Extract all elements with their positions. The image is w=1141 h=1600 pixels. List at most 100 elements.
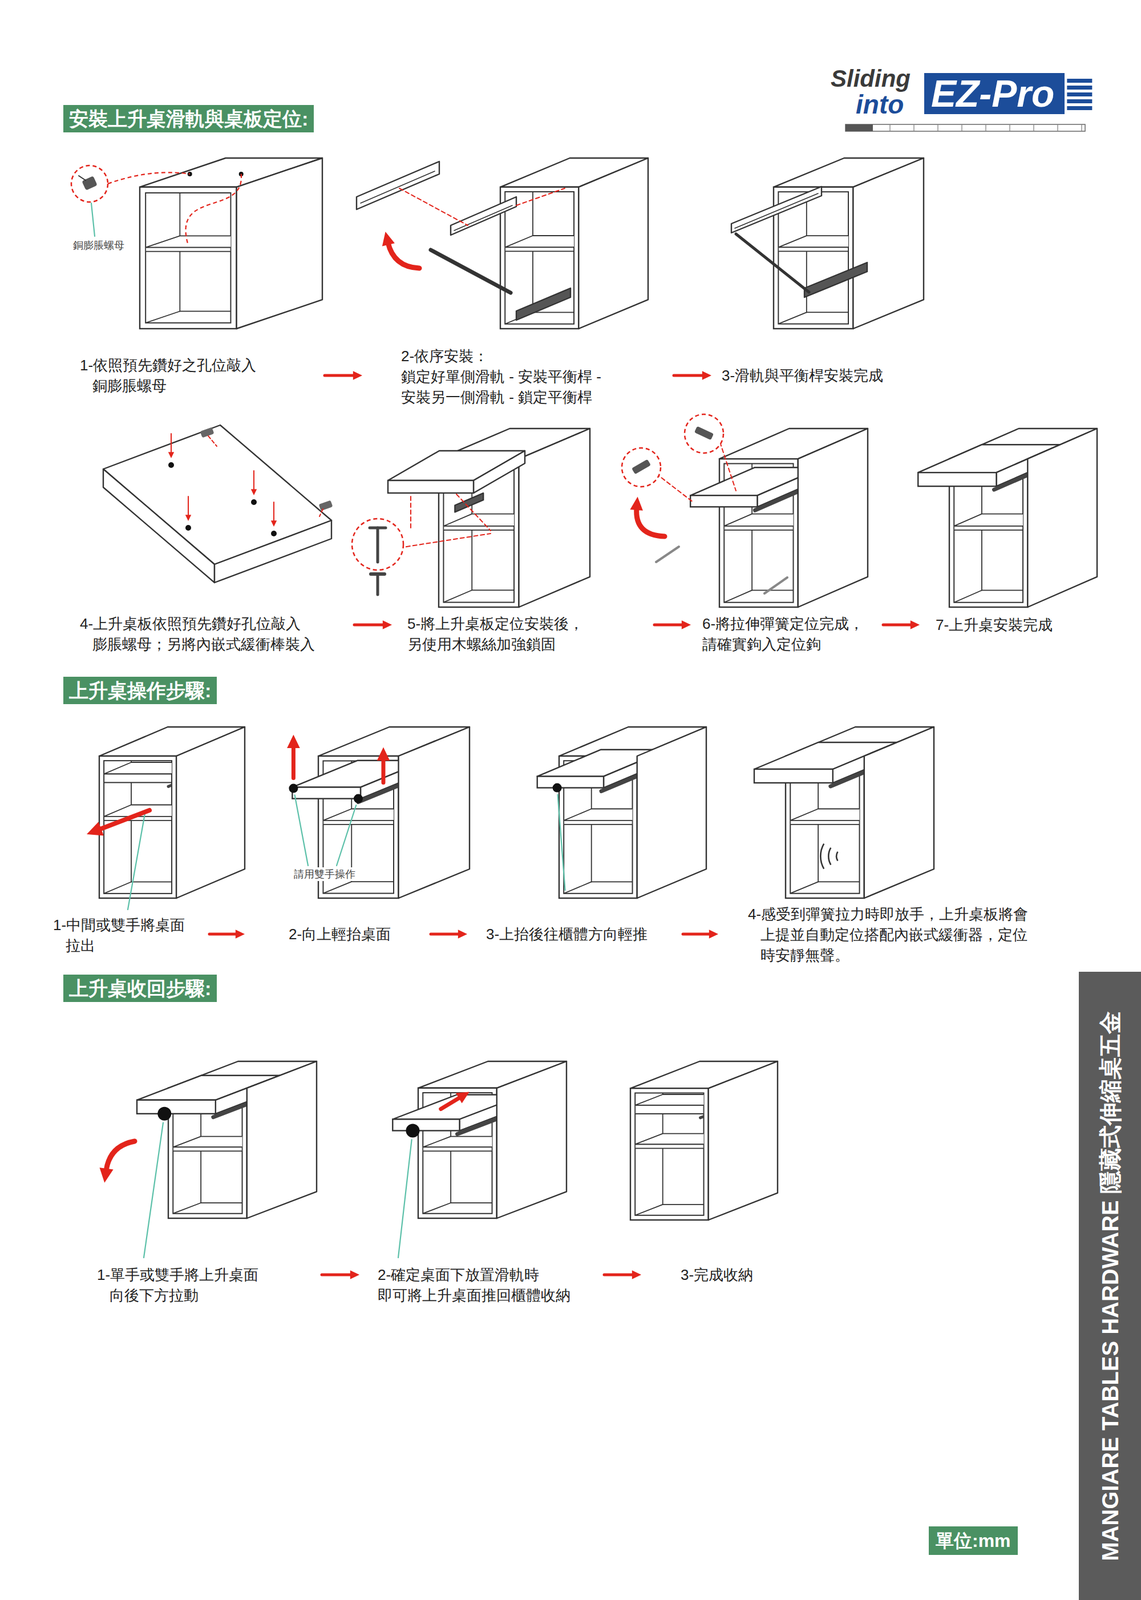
caption-line: 6-將拉伸彈簧定位完成， bbox=[702, 613, 864, 634]
desk-front bbox=[754, 769, 833, 783]
dashed-guide bbox=[319, 508, 323, 517]
cabinet-opening bbox=[145, 192, 231, 323]
arrow-head bbox=[99, 1167, 114, 1183]
cabinet-front bbox=[630, 1087, 709, 1220]
band-text: MANGIARE TABLES HARDWARE 隱藏式伸縮桌五金 bbox=[1095, 1010, 1124, 1561]
arrow-head bbox=[350, 1269, 360, 1280]
caption-line: 2-確定桌面下放置滑軌時 bbox=[377, 1264, 571, 1285]
copper-nut bbox=[81, 175, 98, 191]
cabinet-front bbox=[99, 755, 177, 898]
shelf bbox=[145, 235, 231, 248]
logo-ruler-tick bbox=[1009, 124, 1010, 131]
dashed-guide bbox=[208, 435, 217, 447]
logo-stripe bbox=[1066, 99, 1092, 104]
slide-rail bbox=[168, 774, 172, 787]
grip-dot bbox=[168, 462, 175, 468]
step-caption: 6-將拉伸彈簧定位完成， 請確實鉤入定位鉤 bbox=[702, 613, 864, 655]
logo-stripe bbox=[1066, 106, 1092, 111]
desk-board bbox=[387, 450, 525, 493]
logo-ruler-tick bbox=[961, 124, 962, 131]
quiet-wave bbox=[820, 843, 824, 869]
shelf bbox=[778, 235, 849, 248]
wood-screw bbox=[376, 527, 380, 562]
cabinet bbox=[719, 428, 868, 608]
grip-dot bbox=[251, 499, 257, 505]
shelf-edge bbox=[723, 526, 793, 530]
dashed-guide bbox=[456, 494, 491, 531]
cabinet-side bbox=[864, 726, 934, 898]
shelf-edge bbox=[953, 526, 1023, 530]
arrow-head bbox=[709, 929, 719, 939]
arrow-head bbox=[681, 620, 691, 630]
caption-line: 拉出 bbox=[53, 935, 185, 956]
red-arrow bbox=[209, 929, 245, 939]
leader-line bbox=[557, 794, 566, 890]
cabinet-side bbox=[578, 158, 649, 329]
caption-line: 銅膨脹螺母 bbox=[79, 375, 257, 396]
arrow-head bbox=[251, 488, 257, 496]
arrow-shaft bbox=[99, 810, 150, 829]
shelf-edge bbox=[563, 820, 633, 825]
arrow-shaft bbox=[673, 374, 704, 378]
step-caption: 4-上升桌板依照預先鑽好孔位敲入 膨脹螺母；另將內嵌式緩衝棒裝入 bbox=[79, 613, 315, 655]
cabinet-side bbox=[496, 1061, 567, 1219]
dashed-guide bbox=[410, 496, 412, 531]
red-arrow bbox=[440, 1091, 470, 1110]
unit-text: 單位:mm bbox=[935, 1528, 1011, 1552]
arrow-shaft bbox=[682, 932, 711, 936]
arrow-head bbox=[286, 734, 301, 748]
cabinet bbox=[418, 1061, 567, 1219]
red-arrow bbox=[270, 502, 277, 527]
cabinet-interior bbox=[634, 1092, 704, 1215]
slide-rail bbox=[454, 492, 484, 512]
grip-dot bbox=[185, 524, 192, 531]
arrow-head bbox=[632, 1269, 642, 1280]
cabinet-interior bbox=[103, 760, 172, 894]
shelf-edge bbox=[422, 1146, 492, 1151]
leader-line bbox=[398, 1139, 412, 1258]
red-arrow bbox=[185, 496, 192, 521]
logo-ruler-tick bbox=[985, 124, 986, 131]
shelf-edge bbox=[443, 526, 515, 530]
grip-dot bbox=[405, 1123, 420, 1138]
arrow-shaft bbox=[291, 746, 296, 778]
inner-edge bbox=[723, 589, 752, 602]
red-arrow bbox=[86, 810, 150, 836]
leader-line bbox=[143, 1122, 164, 1258]
caption-line: 另使用木螺絲加強鎖固 bbox=[407, 633, 584, 655]
desk-front bbox=[292, 787, 361, 799]
heading-text: 安裝上升桌滑軌與桌板定位: bbox=[69, 107, 309, 131]
shelf bbox=[443, 514, 515, 527]
logo-ruler-tick bbox=[1081, 124, 1082, 131]
section-heading: 上升桌操作步驟: bbox=[63, 676, 217, 704]
arrow-head bbox=[629, 496, 643, 511]
shelf-edge bbox=[172, 1146, 242, 1151]
inner-edge bbox=[563, 881, 592, 893]
shelf bbox=[422, 1136, 492, 1148]
arrow-head bbox=[382, 620, 392, 630]
step-caption: 2-確定桌面下放置滑軌時 即可將上升桌面推回櫃體收納 bbox=[377, 1264, 571, 1306]
inner-edge bbox=[103, 881, 132, 893]
desk-board-edge bbox=[103, 468, 215, 583]
leader-line bbox=[91, 203, 95, 237]
cabinet bbox=[773, 158, 924, 329]
tension-spring bbox=[656, 546, 679, 562]
arrow-shaft bbox=[170, 433, 172, 453]
logo-word: Sliding bbox=[830, 65, 911, 93]
step-caption: 2-依序安裝： 鎖定好單側滑軌 - 安裝平衡桿 - 安裝另一側滑軌 - 鎖定平衡… bbox=[401, 345, 602, 408]
inner-edge bbox=[322, 760, 352, 762]
caption-line: 4-上升桌板依照預先鑽好孔位敲入 bbox=[79, 613, 315, 634]
quiet-wave bbox=[828, 847, 831, 865]
caption-line: 向後下方拉動 bbox=[96, 1284, 259, 1306]
arrow-shaft bbox=[654, 623, 683, 627]
red-arrow bbox=[430, 929, 468, 939]
desk-board-edge bbox=[214, 520, 332, 583]
step-caption: 7-上升桌安裝完成 bbox=[935, 614, 1053, 635]
balance-bar bbox=[735, 233, 809, 293]
curved-arrow bbox=[99, 1141, 136, 1183]
logo-ruler-end bbox=[845, 124, 873, 132]
red-arrow bbox=[673, 370, 712, 380]
logo-box: EZ-Pro bbox=[924, 73, 1065, 115]
side-band: MANGIARE TABLES HARDWARE 隱藏式伸縮桌五金 bbox=[1078, 971, 1141, 1600]
inner-edge bbox=[145, 310, 180, 323]
